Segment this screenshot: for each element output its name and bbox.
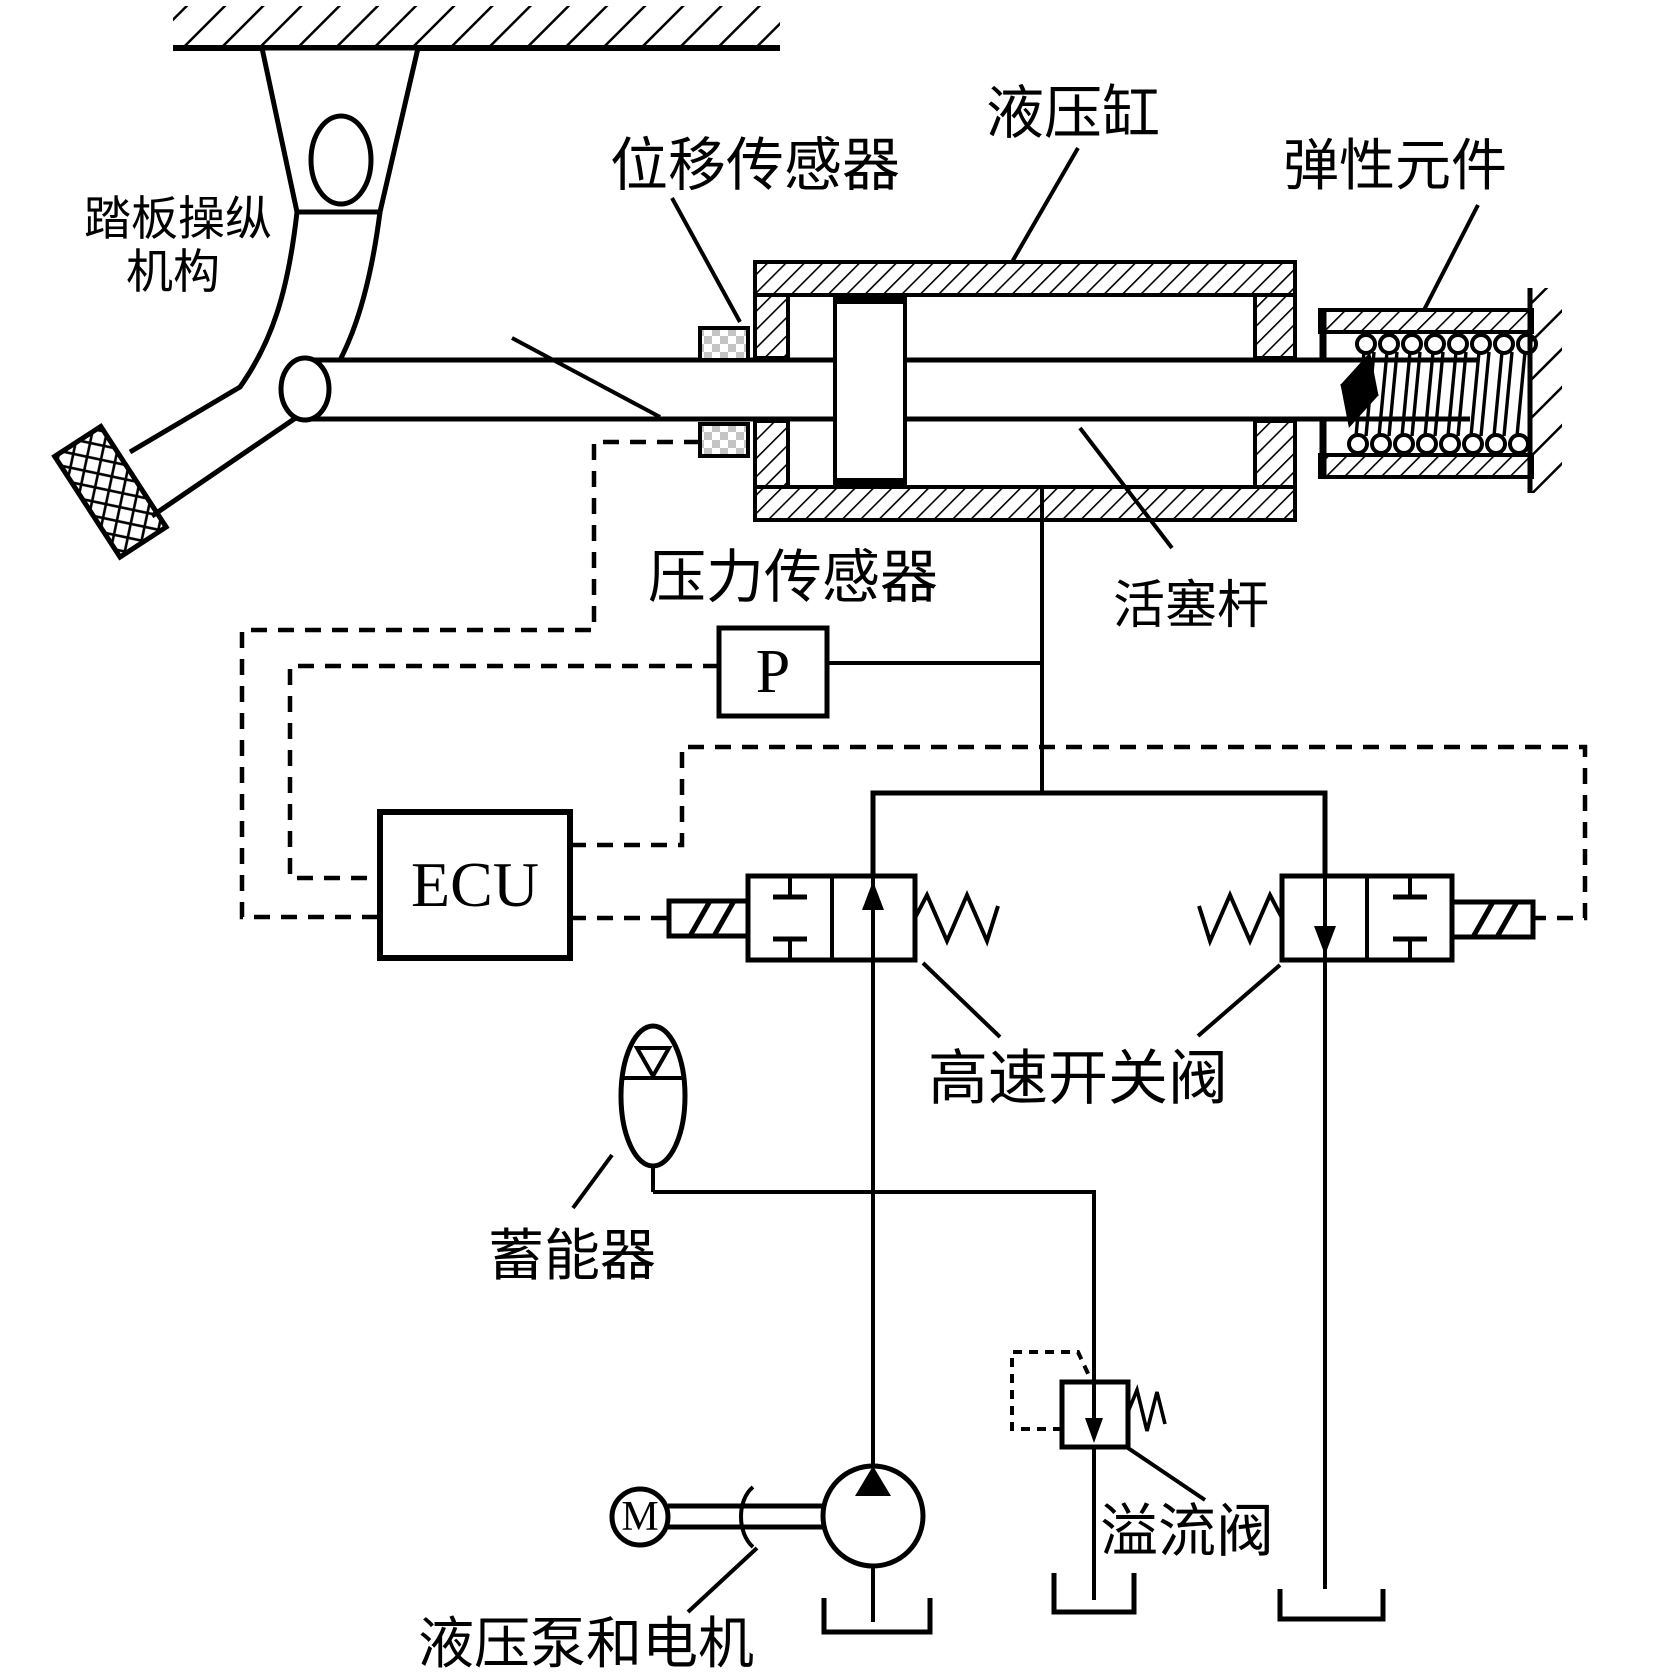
- motor-letter: M: [621, 1494, 659, 1540]
- cylinder-leader: [1010, 146, 1080, 264]
- pump-outlet-triangle-icon: [855, 1466, 891, 1496]
- label-accumulator: 蓄能器: [488, 1226, 656, 1288]
- ceiling-mount: [173, 6, 780, 51]
- label-relief-valve: 溢流阀: [1100, 1499, 1275, 1564]
- spring-stroke-arrow-icon: [1340, 352, 1379, 428]
- label-leader-lines: [511, 146, 1480, 1614]
- displacement-sensor-leader: [670, 197, 742, 323]
- hydraulic-pump-symbol: [820, 1463, 926, 1622]
- label-high-speed-valve: 高速开关阀: [928, 1046, 1228, 1112]
- relief-tank-icon: [1051, 1573, 1137, 1615]
- ecu-label: ECU: [411, 849, 539, 920]
- flow-arrow-up-icon: [862, 881, 884, 910]
- accumulator-leader: [571, 1153, 614, 1210]
- relief-valve-symbol: [1010, 1350, 1167, 1600]
- ecu-box: [377, 809, 573, 961]
- flow-arrow-down-icon: [1085, 1418, 1103, 1443]
- valve-leader-right: [1196, 963, 1282, 1038]
- rotation-arrow-icon: [739, 1485, 755, 1549]
- valve-leader-left: [921, 961, 1002, 1039]
- displacement-sensor-blocks: [698, 326, 750, 458]
- pressure-sensor-symbol: P: [755, 638, 791, 706]
- high-speed-valve-right: [1197, 873, 1536, 1589]
- label-pump-and-motor: 液压泵和电机: [418, 1614, 754, 1676]
- ecu-right-valve-line: [570, 744, 1588, 921]
- gas-triangle-icon: [633, 1046, 673, 1081]
- control-signal-lines: [239, 439, 1588, 921]
- high-speed-valve-left: [666, 873, 1000, 1466]
- pivot-bracket: [258, 45, 422, 215]
- flow-arrow-down-icon: [1314, 926, 1336, 955]
- pressure-sensor-box: [716, 625, 830, 719]
- label-pedal-mechanism-line1: 踏板操纵: [84, 194, 272, 246]
- valve-spring-icon: [1126, 1384, 1167, 1432]
- label-hydraulic-cylinder: 液压缸: [986, 81, 1161, 146]
- spring-wall-mount: [1527, 288, 1562, 493]
- label-pressure-sensor: 压力传感器: [648, 545, 939, 610]
- label-pedal-mechanism: 踏板操纵 机构: [84, 194, 272, 299]
- accumulator-symbol: [618, 1023, 688, 1192]
- pivot-pin-icon: [308, 113, 374, 207]
- label-piston-rod: 活塞杆: [1113, 578, 1270, 635]
- hydraulic-cylinder-body: [753, 260, 1297, 522]
- pilot-line: [1010, 1350, 1093, 1431]
- relief-valve-leader: [1126, 1446, 1207, 1502]
- closed-port-icon: [773, 876, 807, 960]
- pump-leader: [686, 1546, 759, 1614]
- label-pedal-mechanism-line2: 机构: [126, 246, 220, 299]
- pedal-leader: [511, 336, 661, 419]
- piston-rod-leader: [1078, 426, 1174, 550]
- label-elastic-element: 弹性元件: [1283, 136, 1507, 198]
- closed-port-icon: [1393, 876, 1427, 960]
- piston: [833, 293, 907, 489]
- label-displacement-sensor: 位移传感器: [610, 133, 901, 198]
- pump-tank-icon: [821, 1598, 933, 1635]
- pressure-signal-line: [287, 663, 719, 881]
- valve-spring-icon: [913, 889, 1000, 947]
- displacement-signal-line: [239, 439, 700, 920]
- return-tank-icon: [1277, 1589, 1386, 1622]
- pedal-pad: [51, 422, 170, 561]
- tank-symbols: [821, 1573, 1386, 1635]
- valve-spring-icon: [1197, 889, 1284, 947]
- elastic-element-leader: [1422, 204, 1480, 311]
- accumulator-branch-line: [653, 1190, 1096, 1382]
- cylinder-drain-line: [827, 487, 1044, 793]
- manifold-line: [870, 790, 1328, 876]
- motor-symbol: [609, 1485, 823, 1549]
- rod-pin-icon: [278, 355, 332, 423]
